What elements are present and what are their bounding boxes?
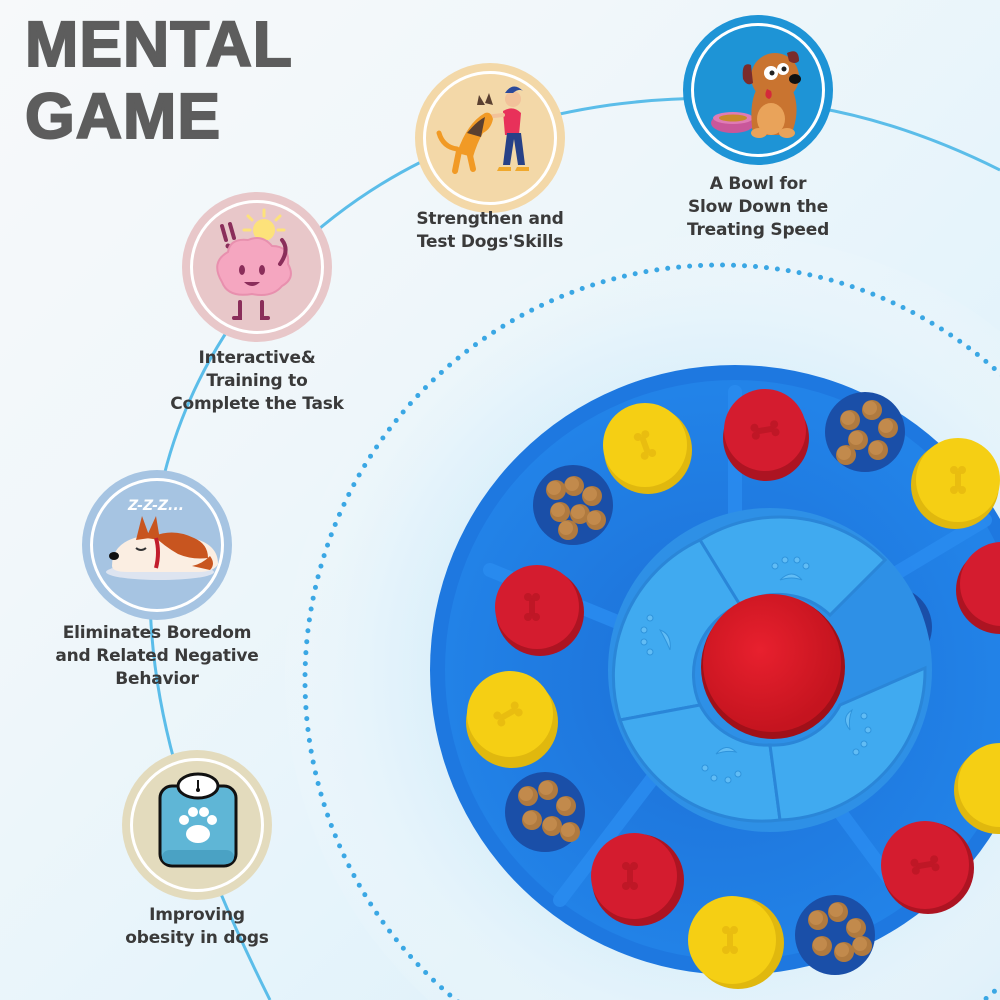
brain-lightbulb-icon [216,208,292,320]
peg-red[interactable] [956,542,1000,634]
skills-label: Strengthen and Test Dogs'Skills [416,209,564,252]
headline-line-2: GAME [24,79,221,153]
sleeping-dog-icon: Z-Z-Z... [106,498,218,580]
peg-red[interactable] [495,565,584,656]
obesity-label: Improving obesity in dogs [125,905,269,948]
skills-disc [415,63,565,213]
bowl-label: A Bowl for Slow Down the Treating Speed [686,174,830,240]
slider-segment-left[interactable] [611,538,743,722]
training-disc [182,192,332,342]
bowl-disc [683,15,833,165]
peg-red[interactable] [723,389,809,481]
headline: MENTAL GAME [24,7,293,153]
kibble-well [795,895,875,975]
boredom-disc: Z-Z-Z... [82,470,232,620]
peg-yellow[interactable] [911,438,1000,529]
training-label: Interactive& Training to Complete the Ta… [170,348,344,414]
dog-and-owner-playing-icon [436,86,529,174]
peg-yellow[interactable] [466,671,558,768]
slider-segment-bottom[interactable] [618,703,782,823]
headline-line-1: MENTAL [24,7,293,81]
paw-weight-scale-icon [158,772,238,868]
kibble-well [825,392,905,472]
peg-red[interactable] [591,833,684,926]
obesity-disc [122,750,272,900]
peg-yellow[interactable] [688,896,784,989]
center-red-button[interactable] [703,594,841,732]
peg-yellow[interactable] [603,403,692,494]
boredom-label: Eliminates Boredom and Related Negative … [55,623,259,689]
kibble-well [533,465,613,545]
peg-yellow[interactable] [954,743,1000,834]
svg-text:Z-Z-Z...: Z-Z-Z... [127,498,184,514]
kibble-well [505,772,585,852]
slider-segment-right[interactable] [768,665,927,822]
puppy-with-bowl-icon [711,51,801,138]
peg-red[interactable] [881,821,974,914]
